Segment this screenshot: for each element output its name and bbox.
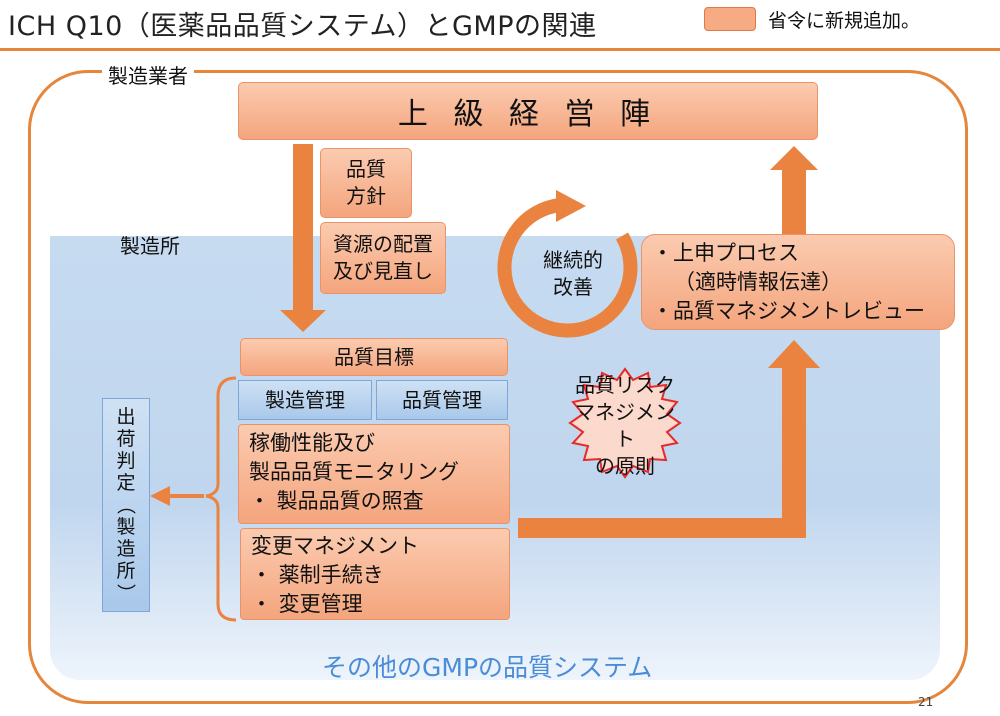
- manufacturer-label: 製造業者: [102, 60, 194, 89]
- release-char-1: 出: [116, 406, 136, 428]
- monitoring-line-1: 稼働性能及び: [249, 431, 375, 455]
- bracket: [150, 376, 237, 622]
- site-label: 製造所: [120, 234, 180, 258]
- cycle-arrow: [497, 190, 638, 338]
- continual-improvement-line-1: 継続的: [543, 248, 603, 272]
- risk-management-label: 品質リスク マネジメント の原則: [570, 373, 680, 478]
- release-char-4: 定: [116, 472, 136, 494]
- risk-management-line-3: の原則: [595, 454, 655, 478]
- quality-policy-box: 品質 方針: [320, 148, 412, 218]
- manufacturing-management-box: 製造管理: [238, 380, 372, 420]
- up-arrow-top: [770, 146, 818, 234]
- release-char-6: 製: [116, 516, 136, 538]
- legend-swatch: [704, 7, 756, 31]
- monitoring-line-2: 製品品質モニタリング: [249, 460, 459, 484]
- change-management-box: 変更マネジメント ・ 薬制手続き ・ 変更管理: [240, 528, 510, 620]
- quality-objectives-label: 品質目標: [334, 344, 414, 369]
- release-char-5: （: [114, 495, 137, 515]
- escalation-line-2: （適時情報伝達）: [674, 270, 842, 294]
- monitoring-box: 稼働性能及び 製品品質モニタリング ・ 製品品質の照査: [238, 424, 510, 524]
- monitoring-line-3: ・ 製品品質の照査: [249, 489, 424, 513]
- release-char-3: 判: [116, 450, 136, 472]
- quality-policy-line-2: 方針: [346, 184, 386, 208]
- resources-line-1: 資源の配置: [333, 232, 433, 256]
- resources-line-2: 及び見直し: [333, 259, 433, 283]
- risk-management-line-2: マネジメント: [575, 400, 675, 451]
- quality-management-box: 品質管理: [376, 380, 508, 420]
- senior-management-box: 上 級 経 営 陣: [238, 82, 818, 140]
- escalation-line-1: ・上申プロセス: [652, 241, 799, 265]
- continual-improvement-line-2: 改善: [553, 275, 593, 299]
- change-management-line-3: ・ 変更管理: [251, 592, 363, 616]
- bent-arrow: [518, 340, 820, 538]
- release-char-8: 所: [116, 560, 136, 582]
- risk-management-line-1: 品質リスク: [575, 373, 675, 397]
- continual-improvement-label: 継続的 改善: [528, 244, 618, 304]
- legend-label: 省令に新規追加。: [768, 10, 921, 32]
- quality-management-label: 品質管理: [402, 387, 482, 412]
- resources-box: 資源の配置 及び見直し: [320, 222, 446, 294]
- escalation-box: ・上申プロセス （適時情報伝達） ・品質マネジメントレビュー: [641, 234, 955, 330]
- header-rule: [0, 48, 1000, 51]
- page-number: 21: [918, 695, 934, 709]
- release-char-9: ）: [114, 583, 137, 603]
- change-management-line-2: ・ 薬制手続き: [251, 563, 384, 587]
- other-systems-label: その他のGMPの品質システム: [322, 653, 653, 682]
- manufacturer-frame: [28, 70, 968, 704]
- senior-management-label: 上 級 経 営 陣: [397, 97, 659, 132]
- quality-policy-line-1: 品質: [346, 157, 386, 181]
- quality-objectives-box: 品質目標: [240, 338, 508, 376]
- manufacturing-management-label: 製造管理: [265, 387, 345, 412]
- release-char-2: 荷: [116, 428, 136, 450]
- release-char-7: 造: [116, 538, 136, 560]
- page-title: ICH Q10（医薬品品質システム）とGMPの関連: [8, 11, 597, 42]
- escalation-line-3: ・品質マネジメントレビュー: [652, 299, 925, 323]
- change-management-line-1: 変更マネジメント: [251, 534, 419, 558]
- down-arrow: [280, 144, 326, 332]
- risk-starburst: [568, 367, 682, 479]
- release-decision-box: 出 荷 判 定 （ 製 造 所 ）: [102, 398, 150, 612]
